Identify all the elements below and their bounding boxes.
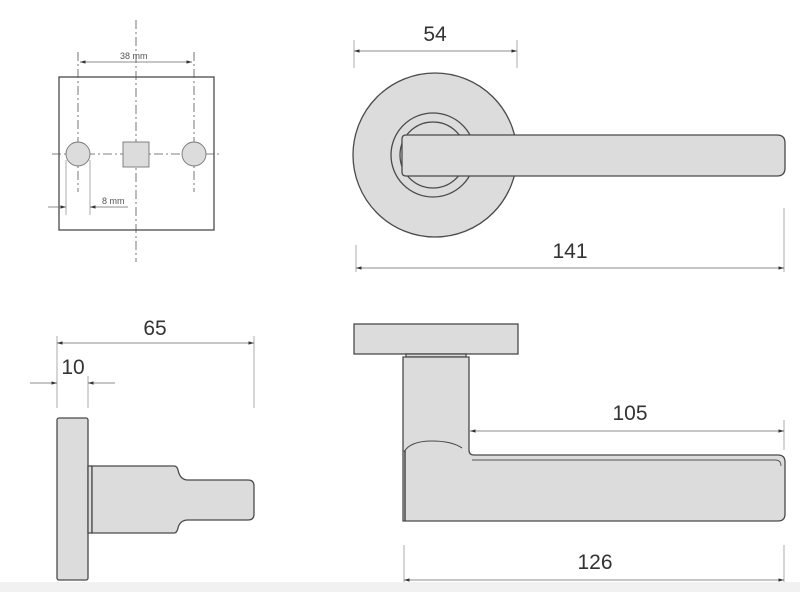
bottom-strip — [0, 582, 800, 592]
lever-end — [91, 465, 255, 534]
dimension-label-8mm: 8 mm — [102, 196, 125, 206]
rose-top — [353, 323, 519, 355]
rose-side — [56, 417, 89, 581]
dimension-label-65: 65 — [143, 317, 166, 340]
screw-hole-left — [65, 141, 91, 167]
lever-front-view: 54 141 — [352, 23, 786, 272]
lever-top-view: 105 126 — [353, 323, 786, 588]
lever-top — [402, 356, 786, 522]
dimension-label-126: 126 — [577, 551, 612, 574]
dimension-label-10: 10 — [61, 356, 84, 379]
lever-end-view: 65 10 — [30, 317, 255, 581]
screw-hole-right — [181, 141, 207, 167]
dimension-label-105: 105 — [612, 402, 647, 425]
lever-handle — [401, 134, 786, 177]
dimension-label-38mm: 38 mm — [120, 51, 148, 61]
dimension-label-54: 54 — [423, 23, 447, 46]
spindle-square — [122, 141, 150, 168]
dimension-label-141: 141 — [552, 240, 587, 263]
mounting-plate-view: 38 mm 8 mm — [48, 20, 220, 262]
